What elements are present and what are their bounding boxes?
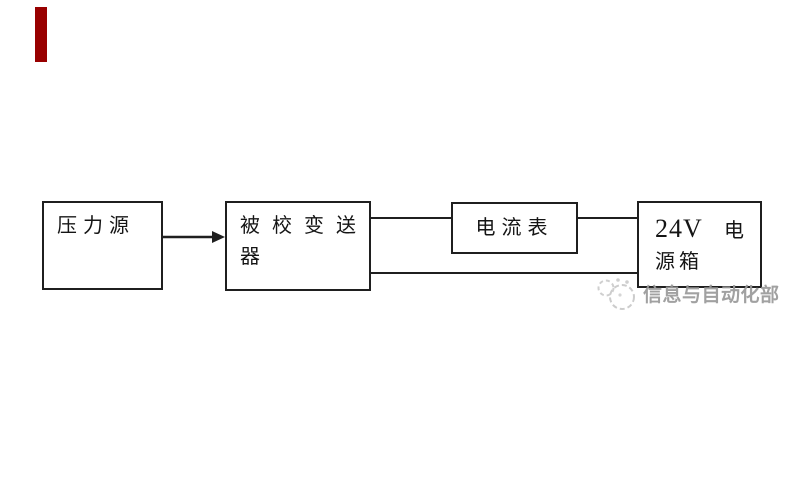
watermark-text: 信息与自动化部 — [643, 285, 780, 306]
box-ammeter: 电流表 — [451, 202, 578, 254]
flow-arrow-pressure-to-transmitter — [163, 231, 225, 243]
box-24v-power-supply: 24V 电 源箱 — [637, 201, 762, 288]
power-supply-voltage-value: 24V — [655, 214, 703, 243]
box-transmitter-under-calibration: 被校变送 器 — [225, 201, 371, 291]
power-supply-label-line1: 24V 电 — [655, 213, 744, 247]
pressure-source-label: 压力源 — [57, 215, 135, 237]
ammeter-label: 电流表 — [475, 216, 554, 239]
watermark: 信息与自动化部 — [594, 270, 794, 312]
power-supply-label-line2: 源箱 — [655, 251, 703, 273]
transmitter-label-line2: 器 — [240, 246, 260, 268]
arrowhead-icon — [212, 231, 225, 243]
power-supply-label-line1-char: 电 — [724, 220, 744, 242]
box-pressure-source: 压力源 — [42, 201, 163, 290]
watermark-logo-icon — [597, 278, 635, 310]
red-accent-bar — [35, 7, 47, 62]
transmitter-label-line1: 被校变送 — [240, 215, 356, 237]
